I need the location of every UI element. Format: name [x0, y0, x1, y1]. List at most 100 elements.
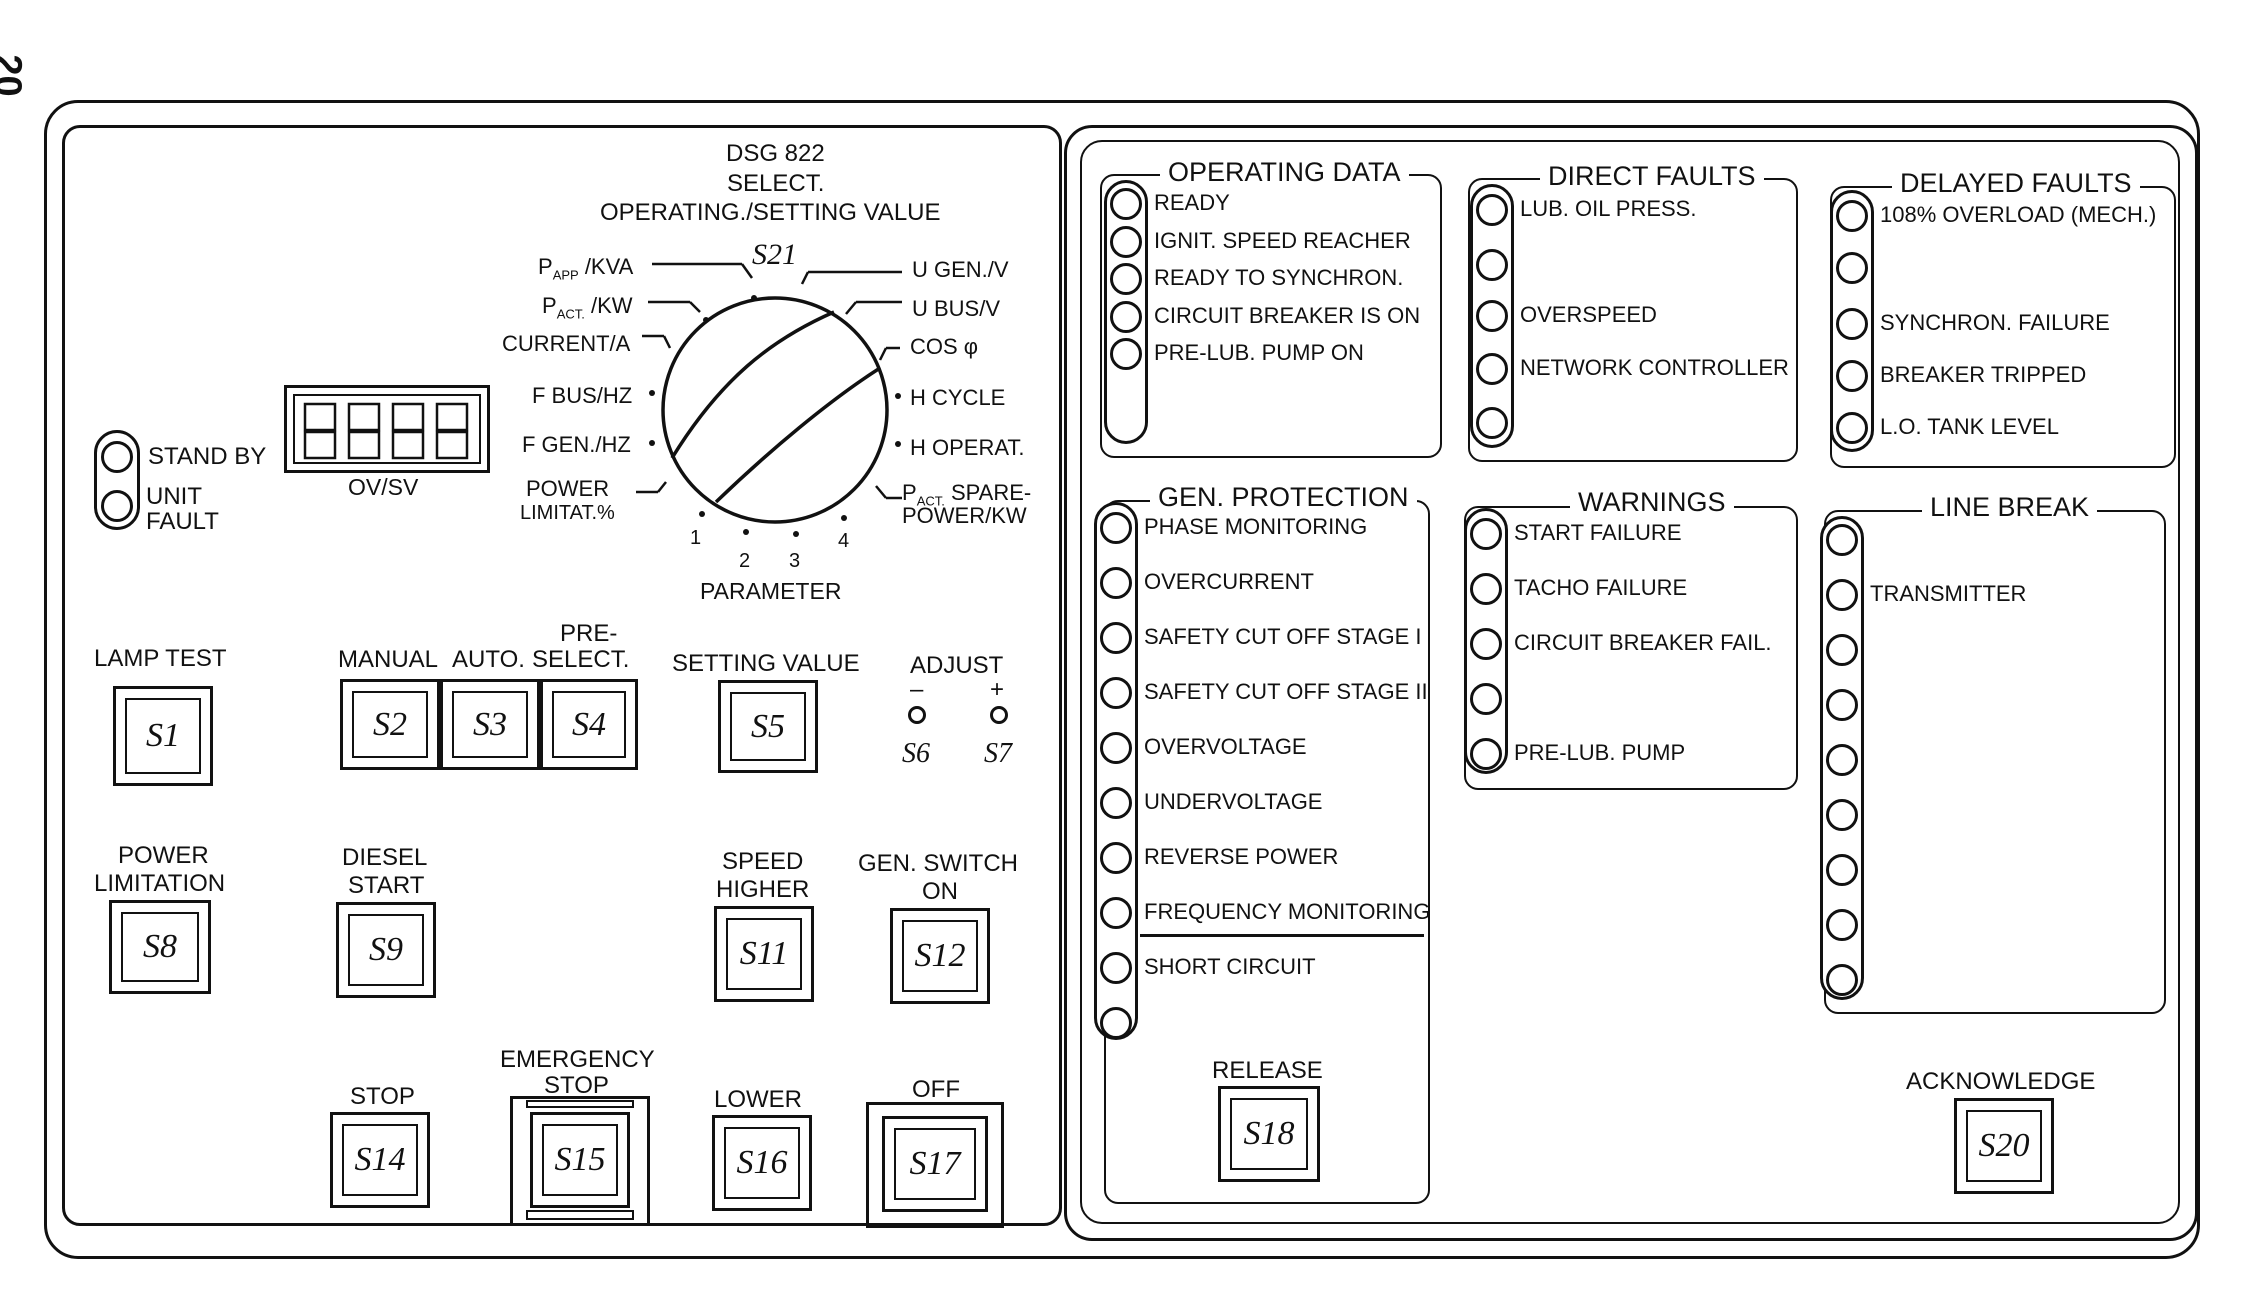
warnings-label: CIRCUIT BREAKER FAIL. — [1514, 630, 1772, 655]
off-label: OFF — [912, 1076, 960, 1103]
emergency-stop-label-1: EMERGENCY — [500, 1046, 655, 1073]
gen-protection-label: UNDERVOLTAGE — [1144, 789, 1323, 814]
off-button[interactable]: S17 — [882, 1116, 988, 1212]
direct-faults-label: NETWORK CONTROLLER — [1520, 355, 1789, 380]
param-number-4: 4 — [838, 530, 850, 552]
operating-data-lamp — [1110, 338, 1142, 370]
setting-value-label: SETTING VALUE — [672, 650, 860, 677]
line-break-lamp — [1826, 909, 1858, 941]
param-number-2: 2 — [739, 550, 751, 572]
preselect-label-1: PRE- — [560, 620, 618, 647]
line-break-lamp — [1826, 524, 1858, 556]
delayed-faults-lamp — [1836, 412, 1868, 444]
power-limitation-label-1: POWER — [118, 842, 209, 869]
delayed-faults-label: 108% OVERLOAD (MECH.) — [1880, 202, 2157, 227]
diesel-start-button-id: S9 — [348, 914, 424, 986]
lower-button-id: S16 — [724, 1127, 800, 1199]
direct-faults-lamp — [1476, 249, 1508, 281]
dial-title-operating: OPERATING./SETTING VALUE — [600, 199, 941, 226]
emergency-stop-guard-bar-bottom — [526, 1210, 634, 1220]
line-break-lamp — [1826, 634, 1858, 666]
line-break-lamp — [1826, 579, 1858, 611]
delayed-faults-lamp — [1836, 308, 1868, 340]
lower-button[interactable]: S16 — [712, 1115, 812, 1211]
ovsv-label: OV/SV — [344, 474, 423, 501]
gen-protection-lamp — [1100, 567, 1132, 599]
adjust-plus-sign: + — [990, 676, 1005, 703]
dial-switch-id: S21 — [752, 238, 797, 271]
line-break-lamp — [1826, 854, 1858, 886]
setting-value-button-id: S5 — [730, 692, 806, 761]
stop-button-id: S14 — [342, 1124, 418, 1196]
dial-label-power: POWER — [526, 476, 610, 501]
param-label: PARAMETER — [700, 578, 842, 604]
gen-protection-label: PHASE MONITORING — [1144, 514, 1368, 539]
diesel-start-label-1: DIESEL — [342, 844, 428, 871]
gen-protection-label: OVERCURRENT — [1144, 569, 1314, 594]
line-break-lamp — [1826, 744, 1858, 776]
lamp-test-button-id: S1 — [125, 698, 201, 774]
dial-title-select: SELECT. — [727, 170, 825, 197]
unit-fault-lamp — [101, 490, 133, 522]
line-break-title: LINE BREAK — [1922, 492, 2098, 523]
warnings-label: START FAILURE — [1514, 520, 1682, 545]
gen-protection-lamp — [1100, 842, 1132, 874]
gen-protection-lamp — [1100, 1007, 1132, 1039]
acknowledge-button[interactable]: S20 — [1954, 1098, 2054, 1194]
lamp-test-button[interactable]: S1 — [113, 686, 213, 786]
gen-protection-lamp — [1100, 732, 1132, 764]
dial-label-fgen: F GEN./HZ — [522, 432, 631, 457]
diesel-start-button[interactable]: S9 — [336, 902, 436, 998]
warnings-lamp — [1470, 573, 1502, 605]
warnings-lamp — [1470, 683, 1502, 715]
emergency-stop-guard-bar-top — [526, 1100, 634, 1108]
dial-label-pact-spare: PACT. SPARE- — [902, 480, 1032, 509]
speed-higher-button[interactable]: S11 — [714, 906, 814, 1002]
emergency-stop-label-2: STOP — [544, 1072, 609, 1099]
preselect-button[interactable]: S4 — [540, 679, 638, 770]
direct-faults-lamp — [1476, 194, 1508, 226]
stop-button[interactable]: S14 — [330, 1112, 430, 1208]
direct-faults-lamp — [1476, 407, 1508, 439]
direct-faults-label: OVERSPEED — [1520, 302, 1657, 327]
dial-label-pact: PACT. /KW — [542, 293, 633, 322]
delayed-faults-label: SYNCHRON. FAILURE — [1880, 310, 2110, 335]
line-break-lamp — [1826, 799, 1858, 831]
gen-protection-label: SAFETY CUT OFF STAGE I — [1144, 624, 1422, 649]
adjust-minus-button[interactable] — [908, 706, 926, 724]
setting-value-button[interactable]: S5 — [718, 680, 818, 773]
emergency-stop-guard — [510, 1096, 650, 1226]
power-limitation-button-id: S8 — [121, 912, 199, 982]
emergency-stop-button[interactable]: S15 — [530, 1112, 630, 1208]
line-break-lamp — [1826, 964, 1858, 996]
standby-lamp — [101, 441, 133, 473]
adjust-plus-id: S7 — [984, 738, 1012, 769]
dial-label-ugen: U GEN./V — [912, 257, 1009, 282]
manual-button[interactable]: S2 — [340, 679, 440, 770]
speed-higher-label-2: HIGHER — [716, 876, 810, 903]
right-panel — [1064, 125, 2198, 1241]
gen-switch-on-button[interactable]: S12 — [890, 908, 990, 1004]
gen-protection-lamp — [1100, 622, 1132, 654]
adjust-minus-sign: – — [910, 676, 924, 703]
auto-label: AUTO. — [452, 646, 525, 673]
standby-label: STAND BY — [148, 443, 267, 470]
status-lamp-housing — [94, 430, 140, 530]
delayed-faults-lamp — [1836, 360, 1868, 392]
delayed-faults-label: BREAKER TRIPPED — [1880, 362, 2087, 387]
operating-data-lamp — [1110, 301, 1142, 333]
adjust-plus-button[interactable] — [990, 706, 1008, 724]
operating-data-lamp — [1110, 226, 1142, 258]
release-button[interactable]: S18 — [1218, 1086, 1320, 1182]
selector-dial[interactable] — [630, 250, 920, 570]
delayed-faults-lamp — [1836, 200, 1868, 232]
preselect-button-id: S4 — [552, 691, 626, 758]
gen-protection-label: FREQUENCY MONITORING — [1144, 899, 1431, 924]
preselect-label-2: SELECT. — [532, 646, 630, 673]
stop-label: STOP — [350, 1083, 415, 1110]
auto-button[interactable]: S3 — [440, 679, 540, 770]
gen-switch-on-label-2: ON — [922, 878, 958, 905]
delayed-faults-lamp — [1836, 252, 1868, 284]
gen-protection-lamp — [1100, 512, 1132, 544]
power-limitation-button[interactable]: S8 — [109, 900, 211, 994]
